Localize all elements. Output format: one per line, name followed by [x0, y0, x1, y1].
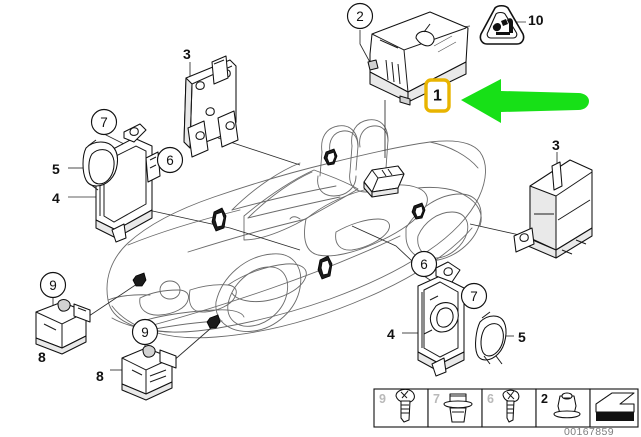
callout-label: 5 [52, 161, 60, 177]
callout-label: 7 [470, 289, 478, 304]
callout-label: 9 [141, 325, 149, 340]
callout-label: 3 [183, 46, 191, 62]
phillips-screw-icon [502, 389, 520, 423]
callout-c8b: 8 [96, 368, 104, 384]
callout-label: 8 [96, 368, 104, 384]
pan-head-screw-icon [395, 388, 415, 423]
leader-3b-car [469, 223, 525, 237]
flange-nut-icon [553, 392, 581, 419]
arrow-marker-icon [595, 392, 635, 421]
part-satellite-module-right [417, 261, 507, 377]
footer-number: 2 [541, 392, 548, 406]
part-airbag-control-module [367, 11, 469, 106]
part-airbag-warning-label [479, 4, 525, 45]
part-bracket-left [183, 55, 239, 158]
footer-number: 6 [487, 392, 494, 406]
footer-number: 9 [379, 392, 386, 406]
leader-9b-car [171, 321, 219, 363]
green-arrow-annotation [461, 79, 589, 123]
car-mounted-sensors [132, 148, 426, 329]
leader-4a-car [147, 209, 301, 251]
footer-item-7: 7 [427, 388, 483, 428]
callout-label: 9 [49, 278, 57, 293]
callout-label: 10 [528, 12, 544, 28]
diagram-id-watermark: 00167859 [564, 426, 614, 437]
callout-c5b: 5 [518, 329, 526, 345]
part-crash-sensor-left [35, 299, 91, 355]
callout-c2: 2 [346, 2, 374, 30]
callout-c4a: 4 [52, 190, 60, 206]
part-crash-sensor-lower [121, 345, 177, 401]
callout-label: 8 [38, 349, 46, 365]
footer-item-2: 2 [535, 388, 591, 428]
callout-c7a: 7 [90, 108, 118, 136]
callout-label: 6 [166, 153, 174, 168]
callout-label: 3 [552, 137, 560, 153]
callout-label: 2 [356, 9, 364, 24]
part-satellite-module-left [82, 123, 161, 243]
callout-c3a: 3 [183, 46, 191, 62]
part-bracket-right [513, 159, 593, 259]
part-ecu-installed-in-car [363, 165, 405, 198]
callout-c5a: 5 [52, 161, 60, 177]
callout-label: 7 [100, 115, 108, 130]
callout-c6b: 6 [410, 250, 438, 278]
callout-c7b: 7 [460, 282, 488, 310]
callout-c9b: 9 [131, 318, 159, 346]
leader-9a-car [85, 281, 141, 319]
footer-number: 7 [433, 392, 440, 406]
footer-item-arrow [589, 388, 639, 428]
callout-c3b: 3 [552, 137, 560, 153]
callout-label: 4 [52, 190, 60, 206]
highlight-label: 1 [433, 88, 442, 105]
highlight-callout-1: 1 [424, 78, 451, 113]
callout-label: 5 [518, 329, 526, 345]
callout-c4b: 4 [387, 326, 395, 342]
leader-2 [359, 30, 373, 67]
callout-c6a: 6 [156, 146, 184, 174]
footer-item-6: 6 [481, 388, 537, 428]
footer-item-9: 9 [373, 388, 429, 428]
callout-label: 6 [420, 257, 428, 272]
callout-c10: 10 [528, 12, 544, 28]
callout-label: 4 [387, 326, 395, 342]
callout-c9a: 9 [39, 271, 67, 299]
callout-c8a: 8 [38, 349, 46, 365]
stud-bolt-icon [443, 393, 473, 423]
